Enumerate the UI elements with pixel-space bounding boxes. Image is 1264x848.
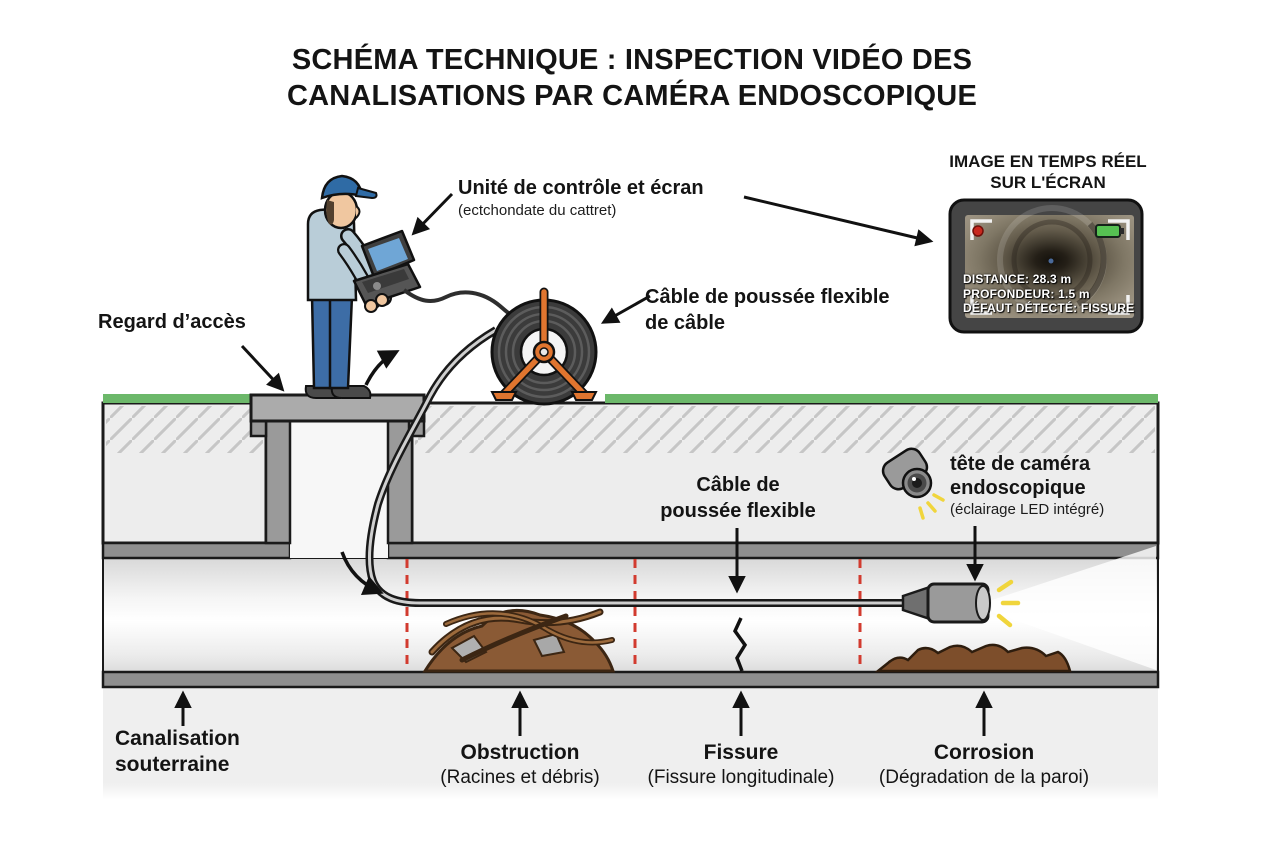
camera-light-cone (992, 546, 1156, 670)
label-corrosion-sub: (Dégradation de la paroi) (878, 767, 1090, 788)
monitor-heading: IMAGE EN TEMPS RÉEL SUR L'ÉCRAN (935, 151, 1161, 193)
label-fissure: Fissure (Fissure longitudinale) (631, 740, 851, 790)
label-obstruction-sub: (Racines et débris) (440, 767, 600, 788)
label-push-cable-line2: poussée flexible (660, 500, 816, 522)
label-control-unit-sub: (ectchondate du cattret) (458, 202, 617, 219)
monitor-heading-line2: SUR L'ÉCRAN (990, 173, 1106, 192)
defect-zone-markers (405, 559, 862, 671)
label-reel-cable: Câble de poussée flexible de câble (645, 284, 890, 336)
access-manhole (249, 393, 426, 558)
label-control-unit: Unité de contrôle et écran (ectchondate … (458, 175, 704, 220)
label-push-cable: Câble de poussée flexible (628, 472, 848, 524)
control-unit-laptop (352, 229, 523, 324)
camera-head-icon (881, 447, 945, 520)
label-reel-cable-line1: Câble de poussée flexible (645, 286, 890, 308)
label-arrows (174, 192, 993, 736)
label-camera-head-line1: tête de caméra (950, 453, 1091, 475)
obstruction-roots-debris (422, 608, 616, 673)
label-camera-head: tête de caméra endoscopique (éclairage L… (950, 452, 1104, 519)
label-camera-head-line2: endoscopique (950, 477, 1086, 499)
label-pipe-line1: Canalisation (115, 727, 240, 750)
cable-reel (490, 287, 598, 406)
overlay-defect: DÉFAUT DÉTECTÉ: FISSURE (963, 301, 1135, 315)
battery-icon (1095, 224, 1124, 238)
label-access-manhole: Regard d’accès (98, 311, 246, 333)
realtime-monitor (948, 198, 1144, 334)
title-line2: CANALISATIONS PAR CAMÉRA ENDOSCOPIQUE (286, 80, 977, 112)
label-pipe: Canalisation souterraine (115, 726, 240, 778)
page-title: SCHÉMA TECHNIQUE : INSPECTION VIDÉO DES … (0, 42, 1264, 114)
label-corrosion-main: Corrosion (933, 741, 1035, 764)
overlay-depth: PROFONDEUR: 1.5 m (963, 286, 1090, 301)
monitor-heading-line1: IMAGE EN TEMPS RÉEL (949, 152, 1147, 171)
label-fissure-sub: (Fissure longitudinale) (647, 767, 835, 788)
label-push-cable-line1: Câble de (696, 474, 780, 496)
grass-strip (103, 394, 1158, 403)
monitor-overlay-text: DISTANCE: 28.3 m PROFONDEUR: 1.5 m DÉFAU… (963, 272, 1134, 316)
cable-motion-arrows (340, 350, 400, 595)
camera-head (901, 579, 1021, 628)
record-dot-icon (972, 225, 984, 237)
label-reel-cable-line2: de câble (645, 312, 726, 334)
corrosion-deposit (874, 643, 1072, 673)
label-camera-head-sub: (éclairage LED intégré) (950, 501, 1105, 518)
overlay-distance: DISTANCE: 28.3 m (963, 272, 1072, 286)
label-fissure-main: Fissure (703, 741, 779, 764)
label-corrosion: Corrosion (Dégradation de la paroi) (872, 740, 1096, 790)
title-line1: SCHÉMA TECHNIQUE : INSPECTION VIDÉO DES (291, 44, 973, 76)
label-pipe-line2: souterraine (115, 753, 230, 776)
label-control-unit-main: Unité de contrôle et écran (458, 177, 704, 199)
led-light-rays-icon (996, 579, 1021, 628)
label-obstruction: Obstruction (Racines et débris) (420, 740, 620, 790)
viewfinder-brackets-icon (970, 219, 1130, 315)
label-obstruction-main: Obstruction (460, 741, 580, 764)
fissure-crack (732, 617, 748, 672)
